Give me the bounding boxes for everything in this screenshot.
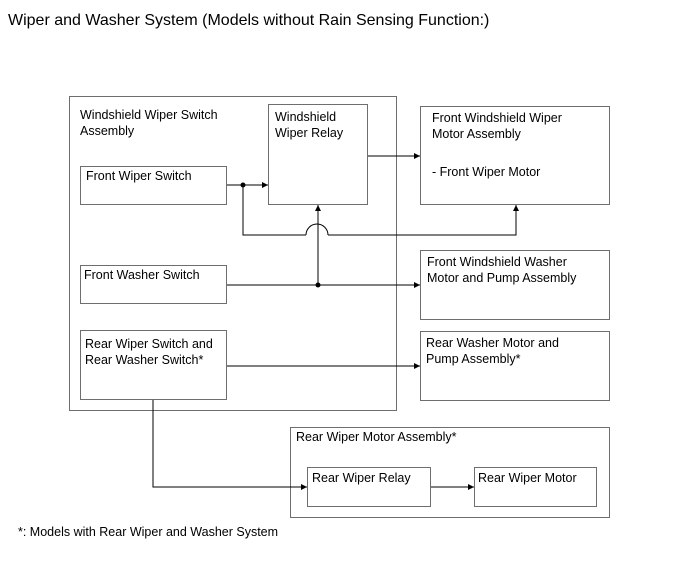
rear-washer-pump-label-2: Pump Assembly* <box>426 352 521 366</box>
front-wiper-switch-box <box>80 166 227 205</box>
footnote: *: Models with Rear Wiper and Washer Sys… <box>18 525 279 539</box>
junction-dot-washer <box>315 282 321 288</box>
wire-branch-continue <box>328 205 519 236</box>
front-washer-pump-label-2: Motor and Pump Assembly <box>427 271 577 285</box>
diagram-title: Wiper and Washer System (Models without … <box>8 12 490 29</box>
rear-switch-label-2: Rear Washer Switch* <box>85 353 204 367</box>
front-wiper-switch-label: Front Wiper Switch <box>86 169 192 183</box>
wire-hop-over <box>305 223 329 236</box>
rear-wiper-relay-label: Rear Wiper Relay <box>312 471 411 485</box>
wire-branch-to-front-wiper-motor <box>242 185 306 236</box>
switch-assembly-label-1: Windshield Wiper Switch <box>80 108 218 122</box>
front-washer-switch-box <box>80 265 227 304</box>
front-washer-switch-label: Front Washer Switch <box>84 268 200 282</box>
switch-assembly-box <box>69 96 397 411</box>
rear-wiper-motor-box <box>474 467 597 507</box>
front-wiper-motor-label-1: Front Windshield Wiper <box>432 111 562 125</box>
rear-switch-label-1: Rear Wiper Switch and <box>85 337 213 351</box>
wiper-relay-box <box>268 104 368 205</box>
wiper-relay-label-1: Windshield <box>275 110 337 124</box>
rear-washer-pump-box <box>420 331 610 401</box>
front-washer-pump-box <box>420 250 610 320</box>
front-washer-pump-label-1: Front Windshield Washer <box>427 255 567 269</box>
rear-wiper-motor-label: Rear Wiper Motor <box>478 471 577 485</box>
wiper-relay-label-2: Wiper Relay <box>275 126 344 140</box>
switch-assembly-label-2: Assembly <box>80 124 135 138</box>
rear-wiper-relay-box <box>307 467 431 507</box>
front-wiper-motor-label-2: Motor Assembly <box>432 127 521 141</box>
junction-dot-wiper <box>240 182 246 188</box>
rear-washer-pump-label-1: Rear Washer Motor and <box>426 336 559 350</box>
rear-switch-box <box>80 330 227 400</box>
front-wiper-motor-label-3: - Front Wiper Motor <box>432 165 541 179</box>
front-wiper-motor-box <box>420 106 610 205</box>
wire-rear-switch-to-rear-relay <box>152 400 307 490</box>
rear-wiper-motor-assy-box <box>290 427 610 518</box>
rear-wiper-motor-assy-label: Rear Wiper Motor Assembly* <box>296 430 457 444</box>
